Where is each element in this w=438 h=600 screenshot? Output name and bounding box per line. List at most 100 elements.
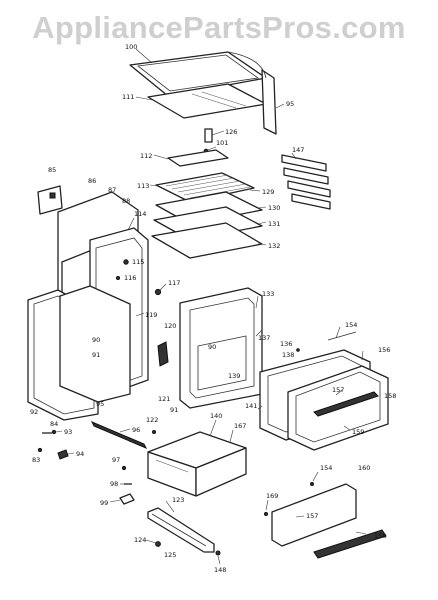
callout-139: 139 <box>228 372 240 380</box>
watermark: AppliancePartsPros.com <box>32 10 406 45</box>
screw-169 <box>264 512 268 516</box>
callout-85: 85 <box>48 166 56 174</box>
leader-line <box>257 206 267 209</box>
vent-trim-3 <box>287 180 331 198</box>
tag-85-label <box>49 192 56 199</box>
vent-trim-pieces <box>281 154 331 210</box>
callout-91-left: 91 <box>92 351 100 359</box>
door-panel-159-inner <box>295 371 381 443</box>
callout-154-bottom: 154 <box>320 464 332 472</box>
callout-120: 120 <box>164 322 176 330</box>
leader-line <box>295 515 305 518</box>
callout-137: 137 <box>258 334 270 342</box>
screw-116 <box>116 276 120 280</box>
vent-trim-4 <box>291 193 331 210</box>
vent-bar <box>167 149 229 167</box>
leader-line <box>119 428 131 433</box>
callout-91-door: 91 <box>170 406 178 414</box>
callout-98: 98 <box>110 480 118 488</box>
leader-line <box>335 389 343 396</box>
callout-141: 141 <box>245 402 257 410</box>
screw-93 <box>51 429 57 435</box>
rack-wire <box>165 174 229 187</box>
screw-115 <box>123 259 129 265</box>
callout-124: 124 <box>134 536 146 544</box>
leader-line <box>127 217 135 231</box>
side-panel-95 <box>59 285 131 403</box>
leader-line <box>135 96 153 101</box>
door-window <box>197 335 247 391</box>
callout-154-top: 154 <box>345 321 357 329</box>
leader-line <box>145 539 157 544</box>
callout-114: 114 <box>134 210 146 218</box>
leader-line <box>229 429 234 443</box>
rail-96 <box>90 421 148 449</box>
rack-wire <box>171 177 235 190</box>
callout-158-bottom: 158 <box>374 532 386 540</box>
drawer-panel-group <box>264 482 387 559</box>
leader-line <box>255 295 259 309</box>
leader-line <box>343 425 351 431</box>
leader-line <box>257 405 263 410</box>
screw-126 <box>204 128 213 143</box>
rack-wire <box>183 183 247 196</box>
callout-83: 83 <box>32 456 40 464</box>
screw-154-bottom <box>310 482 314 486</box>
callout-97: 97 <box>112 456 120 464</box>
top-side-trim-edge <box>227 51 267 79</box>
door-frame-outer <box>179 287 263 409</box>
callout-160: 160 <box>358 464 370 472</box>
callout-labels: 100 111 95 126 101 147 112 113 129 130 1… <box>30 43 396 574</box>
callout-92: 92 <box>30 408 38 416</box>
oven-rack-group <box>151 149 263 259</box>
drawer-rail-edge <box>151 513 207 547</box>
callout-125: 125 <box>164 551 176 559</box>
leader-line <box>211 130 225 136</box>
leader-line <box>249 189 261 192</box>
leader-line <box>153 154 169 160</box>
callout-133: 133 <box>262 290 274 298</box>
callout-131: 131 <box>268 220 280 228</box>
clip-99 <box>119 493 135 505</box>
callout-167: 167 <box>234 422 246 430</box>
leader-line <box>361 350 364 361</box>
callout-159: 159 <box>352 428 364 436</box>
leader-line <box>265 499 269 511</box>
cooktop-group <box>129 51 277 135</box>
cooktop-panel-inner <box>136 54 260 92</box>
callout-126: 126 <box>225 128 237 136</box>
callout-157-top: 157 <box>332 386 344 394</box>
oven-door-frame <box>157 287 263 409</box>
drawer-front-slot <box>155 459 189 473</box>
screw-148 <box>215 550 221 556</box>
callout-96: 96 <box>132 426 140 434</box>
callout-95-top: 95 <box>286 100 294 108</box>
callout-147: 147 <box>292 146 304 154</box>
vent-trim-1 <box>281 154 327 172</box>
bracket-94 <box>57 449 69 460</box>
callout-119: 119 <box>145 311 157 319</box>
leader-line <box>312 471 319 482</box>
callout-169: 169 <box>266 492 278 500</box>
callout-113: 113 <box>137 182 149 190</box>
callout-123: 123 <box>172 496 184 504</box>
callout-87: 87 <box>108 186 116 194</box>
callout-94: 94 <box>76 450 84 458</box>
storage-drawer <box>147 431 247 497</box>
leader-line <box>335 326 341 339</box>
callout-86: 86 <box>88 177 96 185</box>
leader-line <box>207 146 217 151</box>
callout-84: 84 <box>50 420 58 428</box>
callout-130: 130 <box>268 204 280 212</box>
callout-90-left: 90 <box>92 336 100 344</box>
callout-138: 138 <box>282 351 294 359</box>
handle-158-bottom <box>313 529 387 559</box>
leader-line <box>55 430 63 433</box>
callout-116: 116 <box>124 274 136 282</box>
callout-122: 122 <box>146 416 158 424</box>
gasket-154 <box>327 331 357 341</box>
vent-trim-2 <box>283 167 329 185</box>
callout-95-side: 95 <box>96 400 104 408</box>
